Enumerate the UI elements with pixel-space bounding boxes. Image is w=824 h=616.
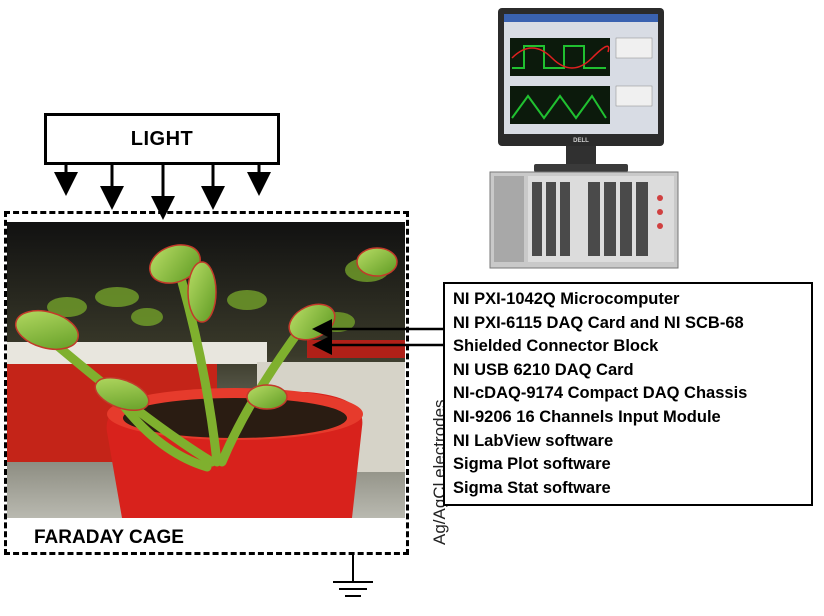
list-item: Shielded Connector Block xyxy=(453,337,659,356)
list-item: NI PXI-6115 DAQ Card and NI SCB-68 xyxy=(453,313,744,332)
light-arrows xyxy=(54,165,271,220)
list-item: NI-cDAQ-9174 Compact DAQ Chassis xyxy=(453,384,748,403)
light-label: LIGHT xyxy=(130,127,194,150)
computer-illustration: DELL xyxy=(489,8,679,269)
ground-symbol xyxy=(333,555,373,597)
list-item: NI PXI-1042Q Microcomputer xyxy=(453,290,680,308)
pxi-chassis xyxy=(489,171,679,269)
faraday-cage-label: FARADAY CAGE xyxy=(34,527,184,548)
list-item: Sigma Stat software xyxy=(453,478,611,497)
monitor: DELL xyxy=(498,8,664,172)
list-item: Sigma Plot software xyxy=(453,455,611,474)
list-item: NI LabView software xyxy=(453,431,614,450)
list-item: NI-9206 16 Channels Input Module xyxy=(453,407,721,426)
faraday-cage-frame xyxy=(4,211,409,555)
list-item: NI USB 6210 DAQ Card xyxy=(453,360,634,379)
monitor-brand-logo: DELL xyxy=(573,138,589,144)
equipment-list-box: NI PXI-1042Q Microcomputer NI PXI-6115 D… xyxy=(443,282,813,506)
light-source-box: LIGHT xyxy=(44,113,280,165)
